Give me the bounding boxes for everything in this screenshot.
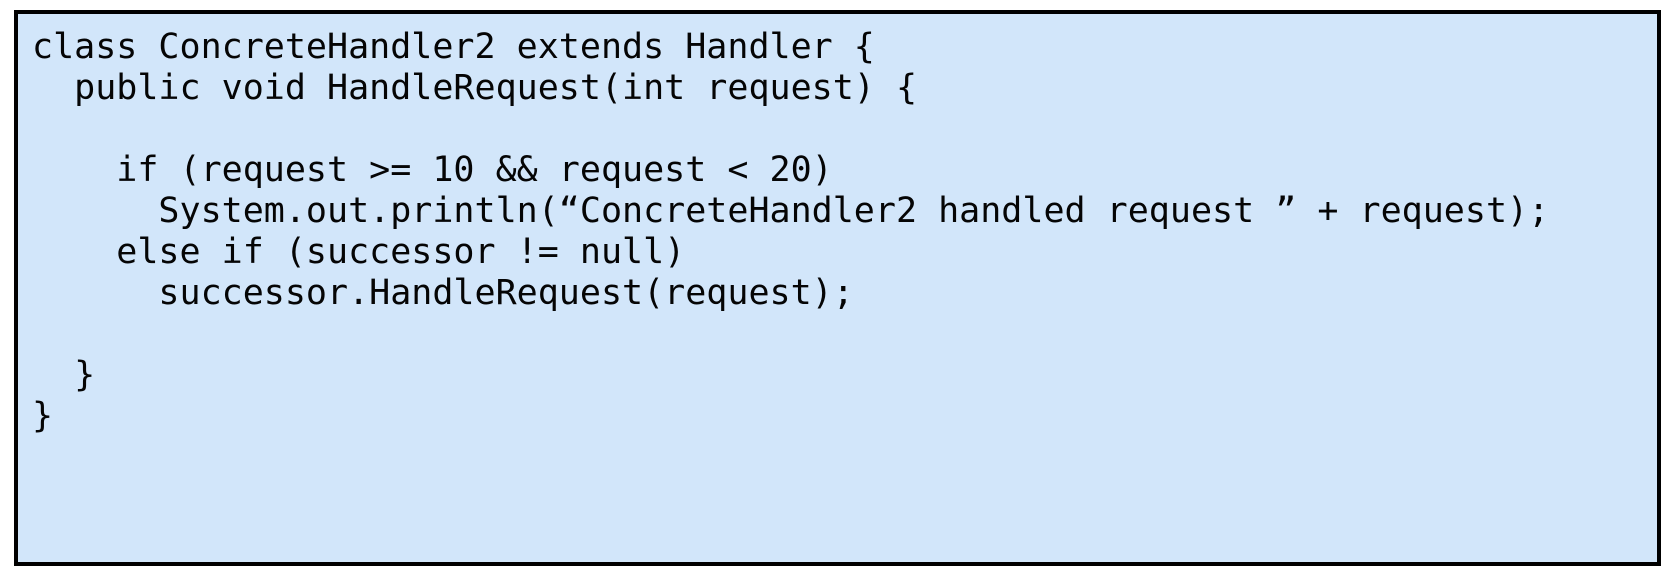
code-text: class ConcreteHandler2 extends Handler {…: [32, 27, 1550, 436]
code-listing-box: class ConcreteHandler2 extends Handler {…: [14, 10, 1661, 566]
